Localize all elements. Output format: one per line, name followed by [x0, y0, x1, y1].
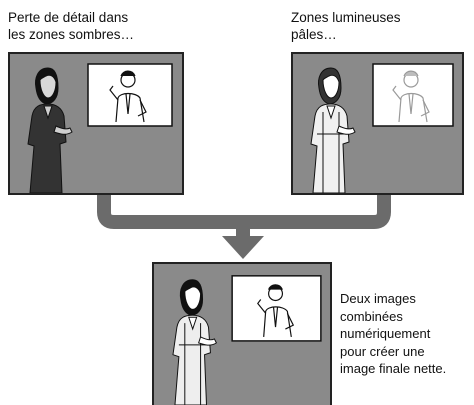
scene-combined-result — [172, 275, 322, 405]
panel-combined-result — [152, 262, 332, 405]
man-figure-icon — [109, 70, 147, 123]
caption-bright-pale: Zones lumineuses pâles… — [291, 10, 401, 42]
scene-dark-exposure — [27, 63, 173, 193]
caption-combined: Deux images combinées numériquement pour… — [340, 291, 447, 376]
woman-figure-icon — [27, 67, 73, 193]
man-figure-icon — [392, 70, 430, 123]
caption-dark-loss: Perte de détail dans les zones sombres… — [8, 10, 135, 42]
man-figure-icon — [257, 284, 295, 338]
panel-bright-exposure — [291, 52, 464, 195]
woman-figure-icon — [172, 279, 217, 405]
panel-dark-exposure — [8, 52, 184, 195]
woman-figure-icon — [310, 67, 356, 193]
scene-bright-exposure — [310, 63, 454, 193]
